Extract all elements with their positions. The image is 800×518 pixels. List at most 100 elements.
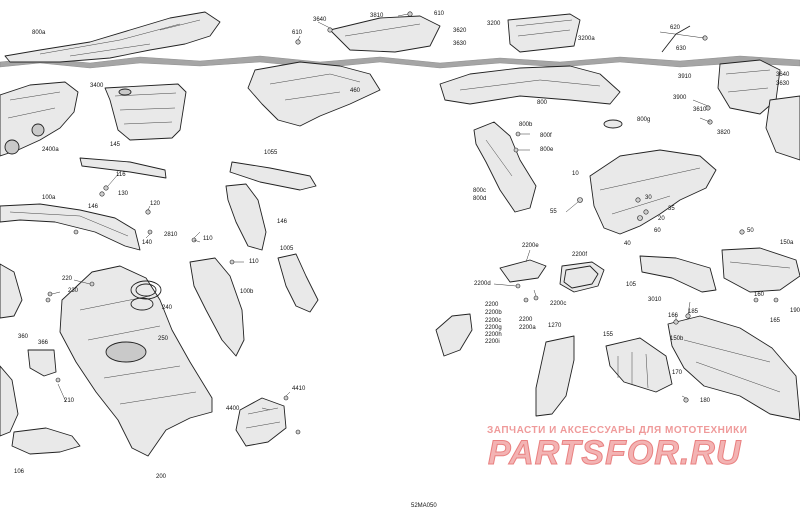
label-800: 800 xyxy=(537,100,548,106)
part-3400-storage-bin xyxy=(104,83,187,141)
label-130: 130 xyxy=(118,191,129,197)
label-366: 366 xyxy=(38,340,49,346)
label-800d: 800d xyxy=(473,196,487,202)
diagram-code: 52MA050 xyxy=(411,503,437,509)
label-140: 140 xyxy=(142,240,153,246)
label-2200cc: 2200c xyxy=(550,301,567,307)
label-800f: 800f xyxy=(540,133,552,139)
label-166: 166 xyxy=(668,313,679,319)
label-4410: 4410 xyxy=(292,386,306,392)
label-170: 170 xyxy=(672,370,683,376)
part-106-lower-trim xyxy=(11,427,81,455)
label-35: 35 xyxy=(668,206,675,212)
part-1270-lens xyxy=(535,335,575,417)
label-2200m: 2200 xyxy=(519,317,533,323)
part-100b-side-body xyxy=(189,257,245,357)
label-1005: 1005 xyxy=(280,246,294,252)
label-110b: 110 xyxy=(249,259,259,265)
part-150b-lower-body xyxy=(667,315,800,421)
label-230: 230 xyxy=(68,288,79,294)
part-360-left-fragment xyxy=(0,263,23,437)
label-40: 40 xyxy=(624,241,631,247)
label-240: 240 xyxy=(162,305,173,311)
label-1055: 1055 xyxy=(264,150,278,156)
watermark-logo: PARTSFOR.RU xyxy=(488,434,742,473)
label-2200an: 2200a xyxy=(519,325,536,331)
part-10-front-mask xyxy=(589,149,717,235)
label-200: 200 xyxy=(156,474,167,480)
part-145-strip xyxy=(79,157,167,179)
label-800b: 800b xyxy=(519,122,533,128)
label-30: 30 xyxy=(645,195,652,201)
label-2200d: 2200d xyxy=(474,281,491,287)
label-250: 250 xyxy=(158,336,169,342)
label-2200g: 2200g xyxy=(485,325,502,331)
label-10: 10 xyxy=(572,171,579,177)
part-155-grille xyxy=(605,337,673,393)
label-210: 210 xyxy=(64,398,75,404)
label-3630b: 3630 xyxy=(776,81,790,87)
label-2200c: 2200c xyxy=(485,318,502,324)
fasteners xyxy=(45,11,779,435)
label-800e: 800e xyxy=(540,147,554,153)
label-3630: 3630 xyxy=(453,41,467,47)
label-1270: 1270 xyxy=(548,323,562,329)
part-1005-trim xyxy=(277,253,319,313)
label-610b: 610 xyxy=(292,30,303,36)
label-146: 146 xyxy=(88,204,99,210)
part-3200-tray xyxy=(507,13,581,53)
label-3910: 3910 xyxy=(678,74,692,80)
label-3200: 3200 xyxy=(487,21,501,27)
part-2200-lens-frame xyxy=(435,259,605,357)
label-220: 220 xyxy=(62,276,73,282)
label-2200e: 2200e xyxy=(522,243,539,249)
label-190: 190 xyxy=(790,308,800,314)
label-55: 55 xyxy=(550,209,557,215)
label-146b: 146 xyxy=(277,219,288,225)
part-800-side-panel xyxy=(439,65,621,105)
leader-lines xyxy=(51,13,711,411)
label-165: 165 xyxy=(770,318,781,324)
label-3900: 3900 xyxy=(673,95,687,101)
label-3620: 3620 xyxy=(453,28,467,34)
label-50: 50 xyxy=(747,228,754,234)
label-800a: 800a xyxy=(32,30,46,36)
part-105-side-panel xyxy=(639,255,717,293)
label-185: 185 xyxy=(688,309,699,315)
watermark-tagline: ЗАПЧАСТИ И АКСЕССУАРЫ ДЛЯ МОТОТЕХНИКИ xyxy=(487,425,748,436)
label-3820: 3820 xyxy=(717,130,731,136)
label-155: 155 xyxy=(603,332,614,338)
label-3640b: 3640 xyxy=(776,72,790,78)
label-100a: 100a xyxy=(42,195,56,201)
label-3010: 3010 xyxy=(648,297,662,303)
part-800g-clip xyxy=(603,119,623,129)
label-60: 60 xyxy=(654,228,661,234)
label-106: 106 xyxy=(14,469,25,475)
label-160: 160 xyxy=(754,292,765,298)
label-620: 620 xyxy=(670,25,681,31)
label-360: 360 xyxy=(18,334,29,340)
part-1055-trim xyxy=(229,161,317,191)
label-800g: 800g xyxy=(637,117,651,123)
label-3810: 3810 xyxy=(370,13,384,19)
part-800a-side-fairing xyxy=(4,11,221,63)
label-3400: 3400 xyxy=(90,83,104,89)
part-3910-bracket xyxy=(717,59,781,115)
label-2200: 2200 xyxy=(485,302,499,308)
label-105: 105 xyxy=(626,282,637,288)
label-3200a: 3200a xyxy=(578,36,595,42)
label-2200b: 2200b xyxy=(485,310,502,316)
label-800c: 800c xyxy=(473,188,487,194)
label-120: 120 xyxy=(150,201,161,207)
label-110: 110 xyxy=(203,236,213,242)
label-116: 116 xyxy=(116,172,126,178)
label-20: 20 xyxy=(658,216,665,222)
part-2400a-front-housing xyxy=(0,81,79,157)
label-460: 460 xyxy=(350,88,361,94)
part-right-edge-cover xyxy=(765,95,800,161)
part-150a-right-fender xyxy=(721,247,800,293)
label-2400a: 2400a xyxy=(42,147,59,153)
label-150b: 150b xyxy=(670,336,684,342)
part-366-strip xyxy=(27,349,57,377)
part-upper-center-panel xyxy=(329,15,441,53)
